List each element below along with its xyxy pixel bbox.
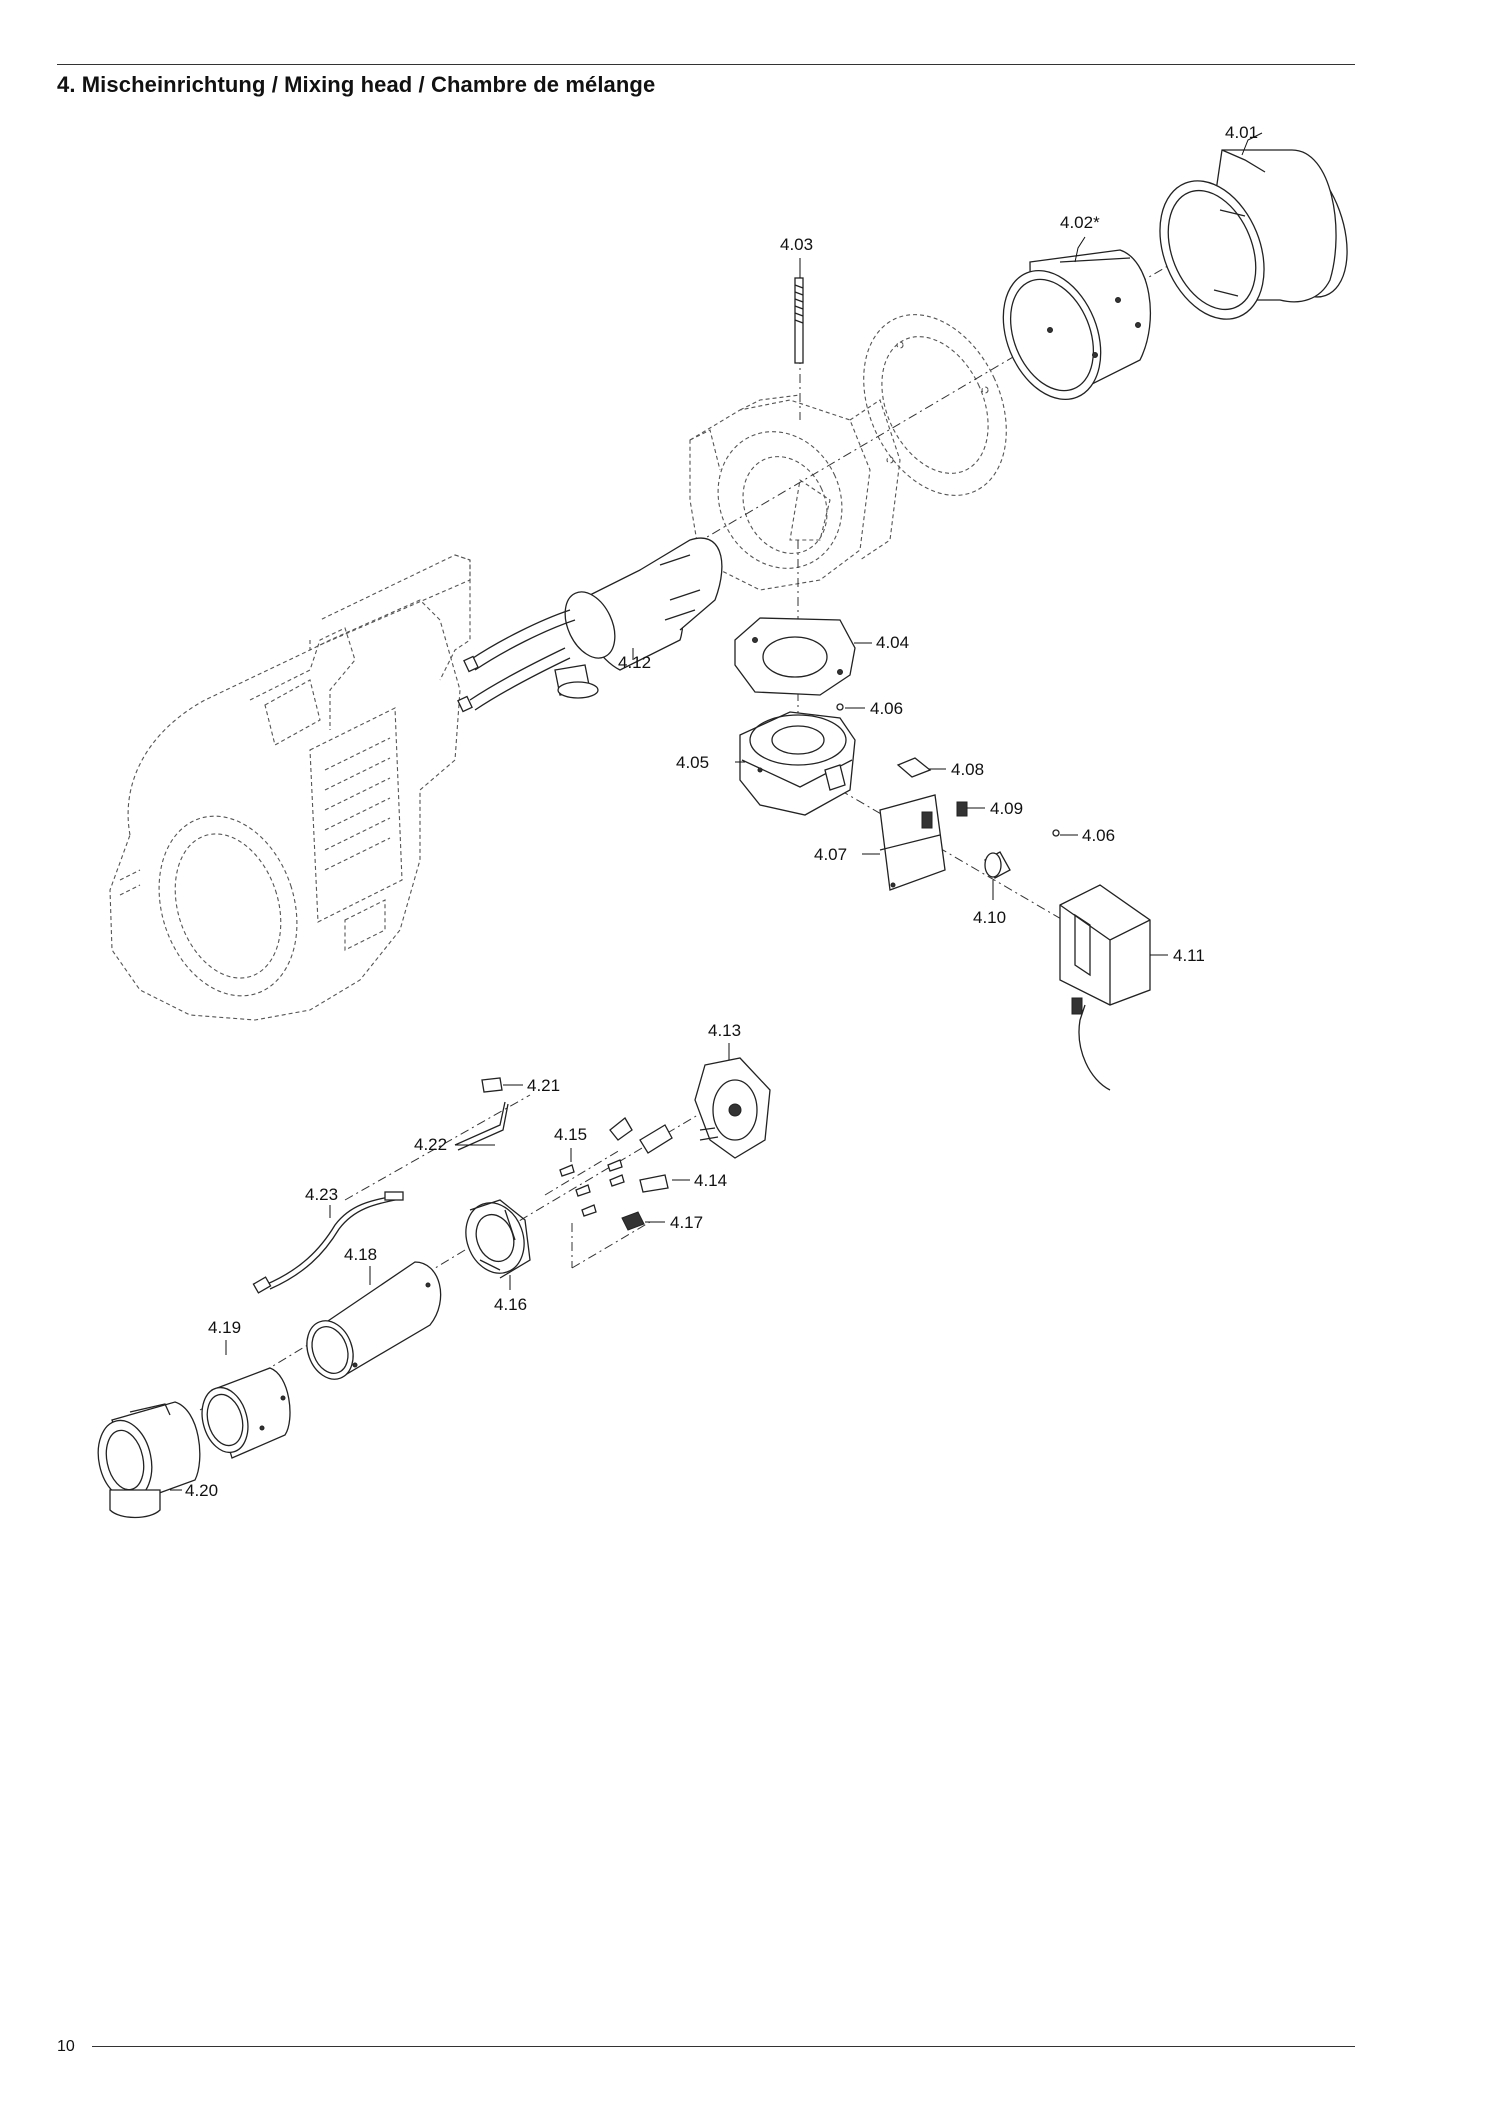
label-4-14: 4.14 bbox=[694, 1171, 727, 1190]
part-4-23-cable bbox=[252, 1191, 404, 1294]
label-4-13: 4.13 bbox=[708, 1021, 741, 1040]
label-4-01: 4.01 bbox=[1225, 123, 1258, 142]
label-4-02: 4.02* bbox=[1060, 213, 1100, 232]
leader-lines bbox=[170, 132, 1263, 1491]
label-4-10: 4.10 bbox=[973, 908, 1006, 927]
part-4-16-swirler bbox=[465, 1199, 531, 1279]
label-4-15: 4.15 bbox=[554, 1125, 587, 1144]
label-4-11: 4.11 bbox=[1173, 946, 1205, 965]
label-4-17: 4.17 bbox=[670, 1213, 703, 1232]
part-4-17-bracket bbox=[621, 1211, 645, 1231]
page-title: 4. Mischeinrichtung / Mixing head / Cham… bbox=[57, 72, 656, 97]
label-4-06-a: 4.06 bbox=[870, 699, 903, 718]
label-4-16: 4.16 bbox=[494, 1295, 527, 1314]
part-4-19-ring bbox=[201, 1367, 291, 1459]
part-4-12-mixing-body bbox=[457, 537, 723, 713]
label-4-18: 4.18 bbox=[344, 1245, 377, 1264]
part-4-02-tube bbox=[1002, 249, 1152, 401]
label-4-07: 4.07 bbox=[814, 845, 847, 864]
part-4-09-clip bbox=[956, 801, 968, 817]
part-4-06-screws bbox=[836, 703, 1060, 837]
part-4-05-housing bbox=[739, 711, 856, 816]
part-4-14-4-15-small-parts bbox=[559, 1117, 673, 1217]
label-4-06-b: 4.06 bbox=[1082, 826, 1115, 845]
label-4-23: 4.23 bbox=[305, 1185, 338, 1204]
part-4-21-tab bbox=[481, 1077, 503, 1093]
part-4-13-baffle bbox=[694, 1057, 771, 1159]
label-4-19: 4.19 bbox=[208, 1318, 241, 1337]
part-4-22-electrode bbox=[454, 1101, 509, 1151]
label-4-22: 4.22 bbox=[414, 1135, 447, 1154]
part-4-04-gasket bbox=[734, 617, 856, 696]
label-4-12: 4.12 bbox=[618, 653, 651, 672]
burner-housing-phantom bbox=[109, 554, 471, 1021]
part-4-03-threaded-rod bbox=[794, 277, 804, 364]
label-4-20: 4.20 bbox=[185, 1481, 218, 1500]
header-rule bbox=[57, 64, 1355, 65]
label-4-03: 4.03 bbox=[780, 235, 813, 254]
part-labels: 4.01 4.02* 4.03 4.04 4.05 4.06 4.06 4.07… bbox=[185, 123, 1258, 1500]
part-4-20-head bbox=[97, 1401, 201, 1519]
part-4-07-plate bbox=[879, 794, 946, 891]
part-4-11-actuator bbox=[1059, 884, 1151, 1091]
page-number: 10 bbox=[57, 2038, 75, 2055]
flange-phantom bbox=[689, 314, 1007, 591]
part-4-10-coupling bbox=[984, 851, 1011, 879]
label-4-05: 4.05 bbox=[676, 753, 709, 772]
label-4-21: 4.21 bbox=[527, 1076, 560, 1095]
part-4-08-pad bbox=[896, 757, 932, 778]
label-4-09: 4.09 bbox=[990, 799, 1023, 818]
footer-rule bbox=[92, 2046, 1355, 2047]
label-4-08: 4.08 bbox=[951, 760, 984, 779]
part-4-18-tube bbox=[306, 1261, 442, 1380]
part-4-01-tube bbox=[1159, 149, 1348, 320]
label-4-04: 4.04 bbox=[876, 633, 909, 652]
assembly-axis bbox=[199, 249, 1196, 1411]
